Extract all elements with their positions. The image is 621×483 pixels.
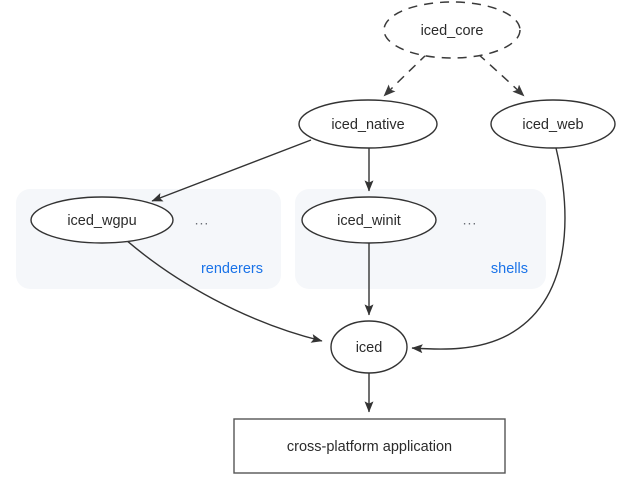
node-iced[interactable]: iced (330, 320, 408, 374)
node-iced-shape[interactable] (330, 320, 408, 374)
edge-core-to-web (477, 53, 525, 97)
node-iced-web-shape[interactable] (490, 99, 616, 149)
edge-core-to-native (383, 53, 428, 97)
node-iced-winit[interactable]: iced_winit (301, 196, 437, 244)
shells-ellipsis: ... (463, 212, 478, 228)
cluster-shells-label: shells (491, 261, 528, 277)
node-iced-native[interactable]: iced_native (298, 99, 438, 149)
edge-web-to-iced (411, 147, 566, 354)
edge-wgpu-to-iced (125, 239, 323, 343)
edge-native-to-wgpu (151, 139, 312, 202)
node-iced-winit-shape[interactable] (301, 196, 437, 244)
cluster-renderers-label: renderers (201, 261, 263, 277)
renderers-ellipsis: ... (195, 212, 210, 228)
node-iced-web[interactable]: iced_web (490, 99, 616, 149)
node-iced-native-shape[interactable] (298, 99, 438, 149)
node-app-shape[interactable] (233, 418, 506, 474)
node-cross-platform-application[interactable]: cross-platform application (233, 418, 506, 474)
node-iced-core[interactable]: iced_core (383, 1, 521, 59)
node-iced-core-shape[interactable] (383, 1, 521, 59)
node-iced-wgpu[interactable]: iced_wgpu (30, 196, 174, 244)
node-iced-wgpu-shape[interactable] (30, 196, 174, 244)
